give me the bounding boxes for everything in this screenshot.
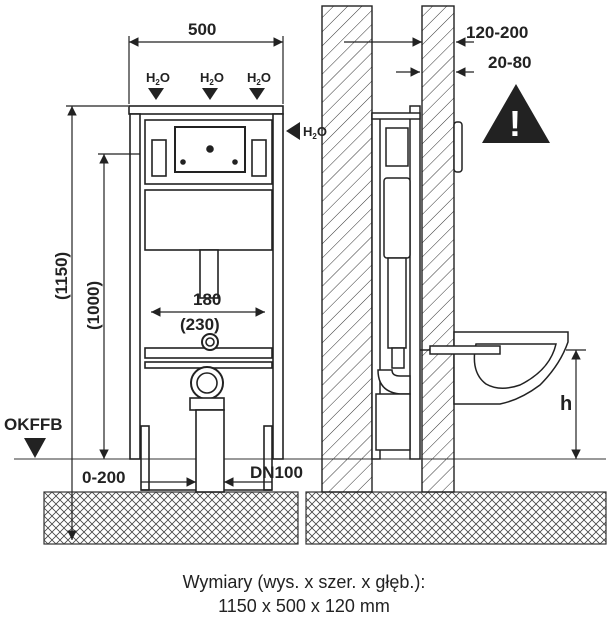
- water-label-3: H2O: [247, 70, 271, 87]
- svg-text:H2O: H2O: [247, 70, 271, 87]
- depth-label: 120-200: [466, 23, 528, 42]
- water-label-2: H2O: [200, 70, 224, 87]
- front-frame: [128, 105, 284, 493]
- drain-label: DN100: [250, 463, 303, 482]
- spacing-alt-label: (230): [180, 315, 220, 334]
- water-inlet-arrows: [24, 88, 300, 458]
- gap-label: 20-80: [488, 53, 531, 72]
- height-label: (1150): [52, 252, 71, 300]
- svg-text:H2O: H2O: [303, 124, 327, 141]
- height-symbol: h: [560, 393, 572, 415]
- water-label-1: H2O: [146, 70, 170, 87]
- svg-text:H2O: H2O: [200, 70, 224, 87]
- front-dimensions: [66, 36, 284, 540]
- caption-dimensions: 1150 x 500 x 120 mm: [218, 596, 390, 616]
- adjust-label: 0-200: [82, 468, 125, 487]
- water-label-side: H2O: [303, 124, 327, 141]
- inner-height-label: (1000): [84, 281, 103, 330]
- side-frame: [371, 105, 569, 460]
- svg-text:H2O: H2O: [146, 70, 170, 87]
- spacing-label: 180: [193, 290, 221, 309]
- side-walls: [321, 5, 455, 493]
- warning-icon: [482, 84, 550, 143]
- width-label: 500: [188, 20, 216, 39]
- side-dimensions: [344, 37, 586, 459]
- caption-title: Wymiary (wys. x szer. x głęb.):: [182, 572, 426, 592]
- warning-glyph: !: [509, 103, 521, 144]
- floor-blocks: [14, 458, 607, 545]
- floor-label: OKFFB: [4, 415, 63, 434]
